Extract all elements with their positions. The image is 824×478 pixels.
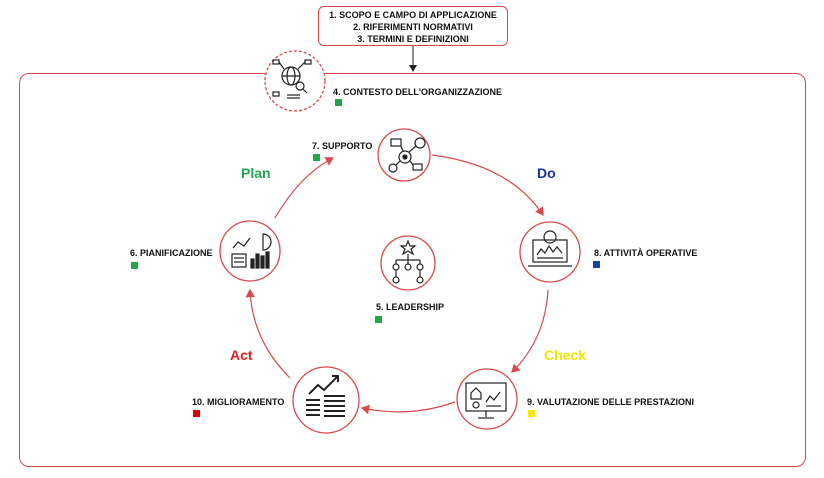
scope-box: 1. SCOPO E CAMPO DI APPLICAZIONE 2. RIFE… [318,6,508,46]
arc-improvement-planning [245,288,291,379]
operations-node [519,221,581,283]
marker-leadership [375,316,382,323]
phase-plan: Plan [241,165,271,181]
marker-support [313,154,320,161]
phase-do: Do [537,165,556,181]
gear-computer-24h-icon [388,137,426,173]
label-leadership: 5. LEADERSHIP [376,302,445,312]
monitor-dashboard-icon [465,382,507,419]
marker-context [335,99,342,106]
growth-chart-icon [306,375,345,417]
org-chart-star-icon [392,239,424,284]
context-frame [19,73,806,467]
phase-check: Check [544,347,587,363]
planning-charts-icon [231,233,272,269]
scope-line-2: 2. RIFERIMENTI NORMATIVI [353,22,473,32]
label-context: 4. CONTESTO DELL'ORGANIZZAZIONE [333,87,502,97]
leadership-node [380,235,436,291]
label-improvement: 10. MIGLIORAMENTO [192,397,285,407]
context-node [264,50,326,112]
arc-support-operations [431,154,544,217]
label-planning: 6. PIANIFICAZIONE [130,248,213,258]
scope-line-3: 3. TERMINI E DEFINIZIONI [357,34,469,44]
scope-line-1: 1. SCOPO E CAMPO DI APPLICAZIONE [329,10,497,20]
label-support: 7. SUPPORTO [312,141,373,151]
marker-planning [131,262,138,269]
label-operations: 8. ATTIVITÀ OPERATIVE [594,248,698,258]
support-node [377,128,431,182]
evaluation-node [456,368,518,430]
marker-evaluation [528,410,535,417]
marker-improvement [193,410,200,417]
marker-operations [593,261,600,268]
phase-act: Act [230,347,253,363]
label-evaluation: 9. VALUTAZIONE DELLE PRESTAZIONI [527,397,695,407]
improvement-node [292,366,360,434]
planning-node [219,220,281,282]
globe-network-icon [272,59,312,99]
laptop-chart-icon [528,230,572,267]
arc-evaluation-improvement [360,401,456,415]
arc-planning-support [274,157,335,219]
arc-operations-evaluation [511,289,549,373]
